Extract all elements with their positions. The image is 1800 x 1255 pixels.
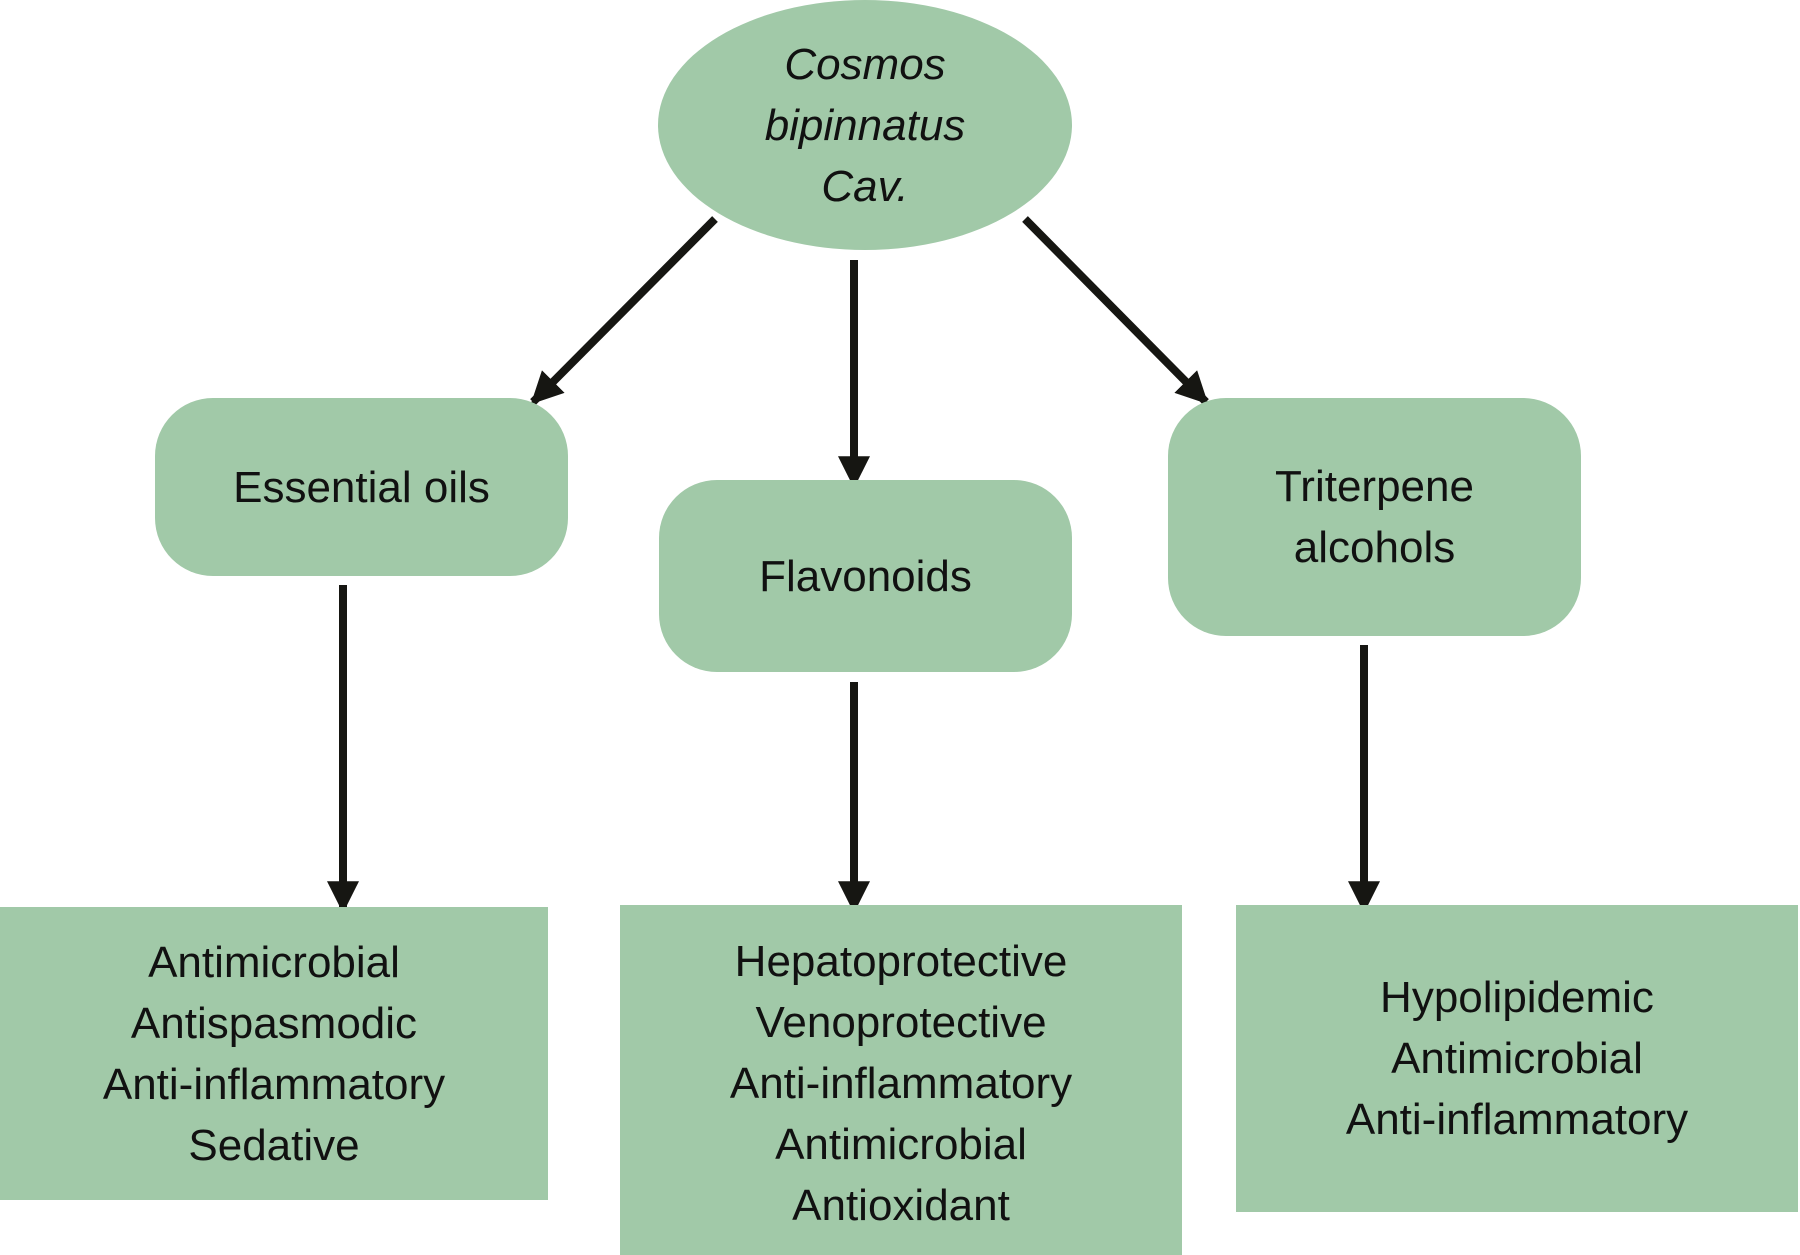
activity-item: Anti-inflammatory xyxy=(1345,1095,1689,1144)
activities-essential-oils: Antimicrobial Antispasmodic Anti-inflamm… xyxy=(0,907,548,1200)
node-triterpene-alcohols-label-2: alcohols xyxy=(1293,523,1456,572)
node-flavonoids: Flavonoids xyxy=(659,480,1072,672)
activity-item: Antioxidant xyxy=(792,1181,1010,1230)
activity-item: Venoprotective xyxy=(755,998,1047,1047)
activity-item: Hepatoprotective xyxy=(734,937,1068,986)
activities-flavonoids: Hepatoprotective Venoprotective Anti-inf… xyxy=(620,905,1182,1255)
node-triterpene-alcohols: Triterpene alcohols xyxy=(1168,398,1581,636)
root-line-1: Cosmos xyxy=(784,39,946,89)
activity-item: Hypolipidemic xyxy=(1380,973,1654,1022)
activity-item: Anti-inflammatory xyxy=(729,1059,1073,1108)
activity-item: Antimicrobial xyxy=(148,937,400,987)
arrow-root-to-essential-oils xyxy=(530,216,718,405)
root-line-3: Cav. xyxy=(821,161,909,211)
activity-item: Sedative xyxy=(188,1120,360,1170)
node-flavonoids-label: Flavonoids xyxy=(759,551,972,601)
node-triterpene-alcohols-label-1: Triterpene xyxy=(1275,462,1474,511)
activity-item: Anti-inflammatory xyxy=(102,1059,446,1109)
node-essential-oils: Essential oils xyxy=(155,398,568,576)
arrow-root-to-triterpene-alcohols xyxy=(1022,216,1209,405)
activity-item: Antispasmodic xyxy=(130,998,418,1048)
root-node-cosmos-bipinnatus: Cosmos bipinnatus Cav. xyxy=(658,0,1072,250)
activity-item: Antimicrobial xyxy=(1391,1034,1643,1083)
activity-item: Antimicrobial xyxy=(775,1120,1027,1169)
node-essential-oils-label: Essential oils xyxy=(233,462,490,512)
root-line-2: bipinnatus xyxy=(764,100,966,150)
activities-triterpene-alcohols: Hypolipidemic Antimicrobial Anti-inflamm… xyxy=(1236,905,1798,1212)
